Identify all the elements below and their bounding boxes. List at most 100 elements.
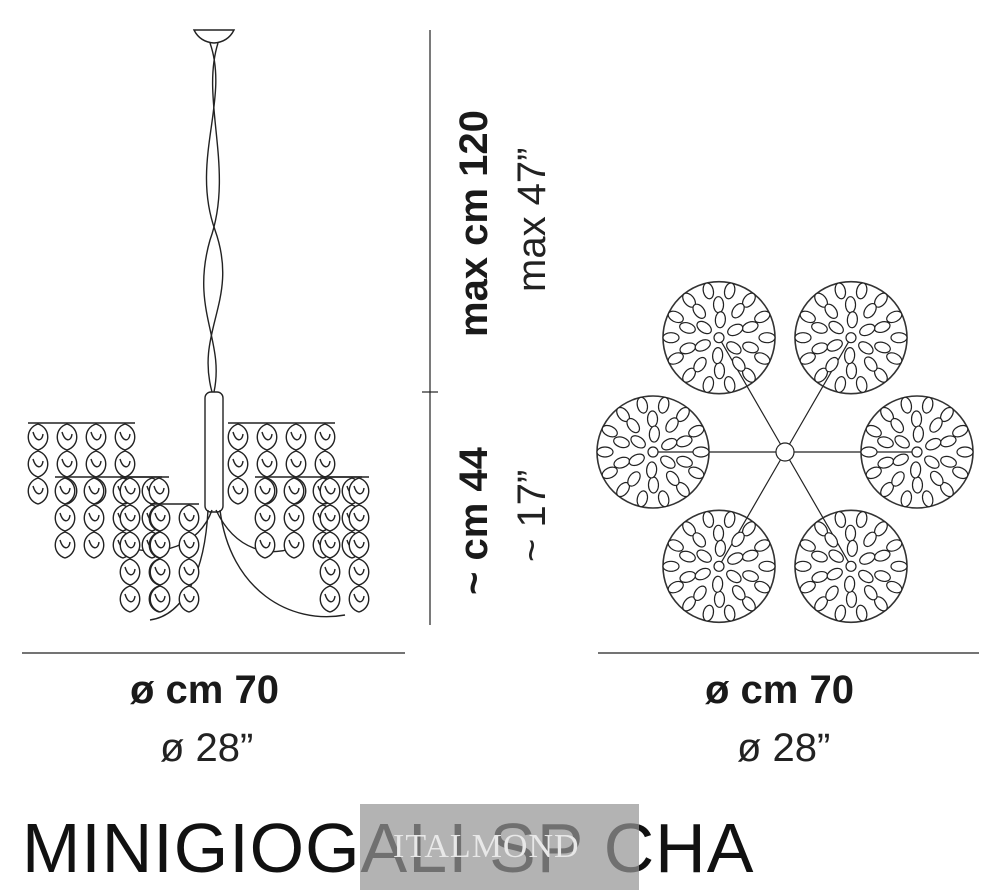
rosette-petal: [892, 453, 909, 467]
rosette-petal: [667, 310, 684, 324]
rosette-petal: [859, 323, 876, 337]
rosette-petal: [846, 539, 858, 557]
glass-drop: [227, 477, 249, 505]
rosette-petal: [693, 585, 707, 602]
rosette-petal: [855, 604, 868, 622]
glass-drop-detail: [324, 485, 336, 495]
glass-drop-detail: [183, 539, 195, 549]
rosette-petal: [828, 549, 844, 563]
glass-drops-group: [27, 422, 370, 613]
rosette-petal: [799, 352, 816, 365]
glass-drop-detail: [154, 539, 166, 549]
rosette-petal: [845, 590, 858, 608]
glass-drop-detail: [259, 512, 271, 522]
glass-drop: [148, 477, 170, 505]
rosette-petal: [925, 437, 942, 451]
arm: [149, 509, 209, 621]
glass-drop-detail: [32, 485, 44, 495]
glass-drop-detail: [124, 512, 136, 522]
rosette-petal: [712, 296, 725, 314]
rosette-petal: [886, 310, 903, 324]
rosette-petal: [824, 303, 839, 319]
glass-drop: [149, 531, 171, 559]
glass-drop: [283, 531, 305, 559]
glass-drop: [227, 450, 249, 478]
top-arm: [784, 337, 852, 453]
rosette-petal: [754, 580, 771, 594]
rosette-petal: [858, 341, 874, 355]
glass-drop: [314, 450, 336, 478]
rosette-petal: [877, 436, 894, 449]
rosette-petal: [846, 311, 858, 329]
glass-drop: [178, 531, 200, 559]
rosette-petal: [890, 560, 908, 572]
glass-drop-detail: [261, 431, 273, 441]
glass-drop: [119, 504, 141, 532]
rosette-petal: [662, 332, 680, 344]
top-arm: [718, 337, 786, 453]
rosette-petal: [688, 424, 705, 438]
top-hub: [775, 442, 795, 462]
rosette-petal: [799, 310, 816, 324]
glass-drop: [178, 585, 200, 613]
glass-drop-detail: [259, 539, 271, 549]
rosette-petal: [692, 446, 710, 458]
rosette-petal: [824, 532, 839, 548]
rosette-petal: [900, 490, 913, 508]
glass-drop: [149, 558, 171, 586]
rosette-petal: [628, 453, 645, 467]
rosette-petal: [665, 470, 680, 487]
rosette-petal: [694, 567, 711, 581]
side-diameter-imperial-label: ø 28”: [160, 726, 254, 770]
rosette-petal: [696, 549, 712, 563]
glass-drop-detail: [88, 485, 100, 495]
rosette-petal: [723, 604, 736, 622]
glass-drop: [178, 558, 200, 586]
glass-drop-detail: [154, 593, 166, 603]
rosette-petal: [646, 410, 659, 428]
rosette-petal: [702, 604, 715, 622]
rosette-petal: [794, 332, 812, 344]
glass-drop: [254, 504, 276, 532]
glass-drop-detail: [353, 539, 365, 549]
rosette-petal: [886, 352, 903, 365]
glass-drop: [83, 477, 105, 505]
glass-drop: [283, 477, 305, 505]
rosette-petal: [723, 282, 736, 300]
rosette-petal: [844, 296, 857, 314]
rosette-petal: [679, 550, 696, 563]
rosette-petal: [667, 352, 684, 365]
rosette-petal: [834, 376, 847, 393]
ceiling-canopy: [192, 29, 236, 44]
glass-drop-detail: [124, 593, 136, 603]
rosette-center: [845, 332, 857, 344]
side-diameter-metric-label: ø cm 70: [130, 668, 279, 712]
glass-drop: [256, 423, 278, 451]
glass-drop-detail: [183, 566, 195, 576]
glass-drop-detail: [32, 458, 44, 468]
glass-drop-detail: [259, 485, 271, 495]
rosette-petal: [929, 470, 944, 487]
rosette-petal: [712, 575, 724, 593]
rosette-center: [911, 446, 923, 458]
rosette-petal: [863, 356, 878, 372]
rosette-petal: [693, 356, 707, 373]
glass-drop: [149, 504, 171, 532]
rosette-petal: [844, 347, 856, 365]
glass-drop: [56, 423, 78, 451]
rosette-petal: [731, 531, 745, 548]
glass-drop-detail: [61, 431, 73, 441]
glass-drop: [119, 477, 141, 505]
glass-drop: [227, 423, 249, 451]
rosette-petal: [825, 585, 839, 602]
rosette-petal: [910, 410, 923, 428]
rosette-petal: [688, 466, 705, 480]
top-diameter-imperial-label: ø 28”: [737, 726, 831, 770]
glass-drop: [27, 450, 49, 478]
glass-drop-detail: [90, 431, 102, 441]
rosette-petal: [727, 552, 744, 565]
glass-drop: [54, 504, 76, 532]
glass-drop-detail: [32, 431, 44, 441]
rosette-petal: [834, 511, 847, 528]
top-clusters: [596, 280, 974, 624]
